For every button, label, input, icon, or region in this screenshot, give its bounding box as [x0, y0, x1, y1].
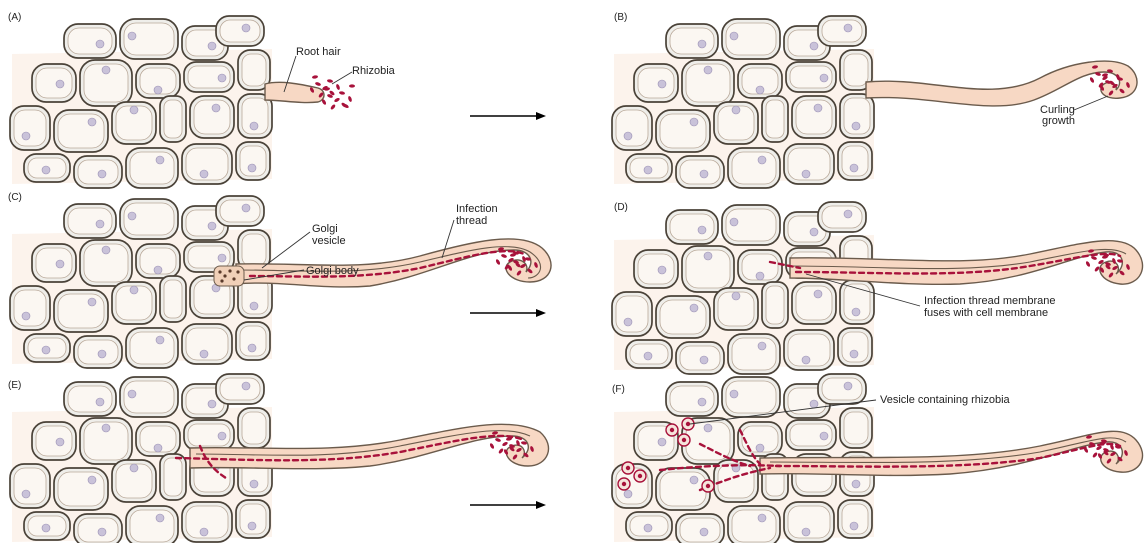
panel-c: (C) Golgi vesicle Golgi body Infection t… [8, 192, 551, 368]
membrane-fusion-label-line1: Infection thread membrane [924, 295, 1055, 307]
vesicle-rhizobia-label: Vesicle containing rhizobia [880, 394, 1011, 406]
rhizobia-label: Rhizobia [352, 65, 396, 77]
curling-growth-label-line2: growth [1042, 115, 1075, 127]
root-hair-label: Root hair [296, 46, 341, 58]
arrow-a-to-b [470, 112, 546, 120]
golgi-body [214, 266, 244, 286]
curling-growth-leader [1074, 96, 1108, 110]
golgi-vesicle-label-line1: Golgi [312, 223, 338, 235]
panel-label-a: (A) [8, 12, 21, 23]
arrow-e-to-f [470, 501, 546, 509]
panel-label-b: (B) [614, 12, 627, 23]
panel-e: (E) [8, 374, 549, 543]
root-tissue [10, 16, 272, 188]
membrane-fusion-label-line2: fuses with cell membrane [924, 307, 1048, 319]
panel-d: (D) Infection thread membrane fuses with… [612, 202, 1143, 374]
infection-thread-label-line1: Infection [456, 203, 498, 215]
golgi-vesicle-label-line2: vesicle [312, 235, 346, 247]
panel-label-e: (E) [8, 380, 21, 391]
root-hair [265, 82, 324, 102]
rhizobia-leader [332, 72, 352, 84]
infection-thread-label-line2: thread [456, 215, 487, 227]
panel-f: (F) [612, 374, 1143, 543]
root-tissue [612, 16, 874, 188]
panel-b: (B) Curling growth [612, 12, 1137, 188]
panel-a: (A) Root hair Rhizobia [8, 12, 396, 188]
golgi-body-label: Golgi body [306, 265, 359, 277]
root-tissue [612, 202, 874, 374]
panel-label-f: (F) [612, 384, 625, 395]
panel-label-d: (D) [614, 202, 628, 213]
arrow-c-to-d [470, 309, 546, 317]
panel-label-c: (C) [8, 192, 22, 203]
